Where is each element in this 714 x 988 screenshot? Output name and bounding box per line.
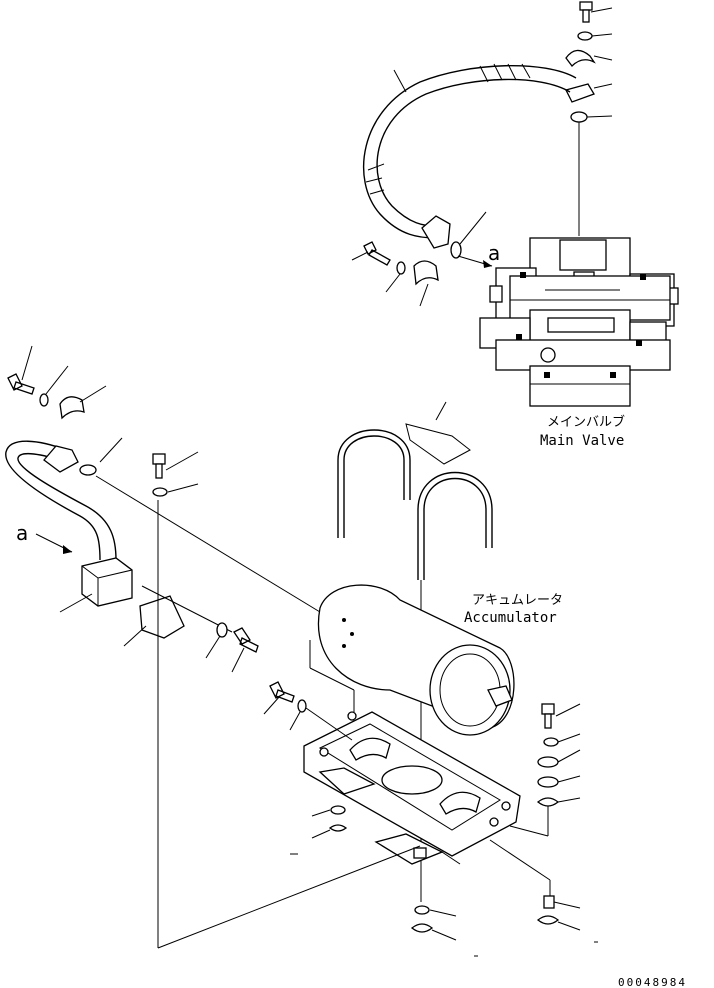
o-ring-left — [79, 464, 97, 476]
hose-end-fitting-upper — [421, 215, 451, 249]
hose-end-fitting-left — [43, 445, 79, 473]
view-marker-left: a — [16, 521, 28, 545]
plate-bolts-left — [263, 681, 353, 855]
split-flange-top — [565, 49, 596, 67]
left-hose-assembly: a — [5, 345, 321, 673]
washer-left-top — [39, 393, 49, 407]
hose-upper-inner — [376, 78, 571, 227]
o-ring-top — [570, 111, 588, 123]
main-valve-label-en: Main Valve — [540, 433, 624, 449]
upper-hose-assembly: a — [351, 1, 613, 307]
washer-top — [577, 31, 593, 41]
mounting-plate — [157, 640, 551, 949]
washer-upper-left — [396, 261, 406, 275]
washer-left-mid — [216, 622, 228, 638]
split-flange-left — [59, 396, 85, 420]
o-ring-upper — [450, 241, 462, 259]
hose-left-inner — [17, 452, 117, 561]
vertical-bolt-stack — [152, 451, 199, 948]
right-hardware-stack — [536, 703, 598, 943]
hose-left-outer — [5, 440, 101, 561]
accumulator-label-en: Accumulator — [464, 610, 557, 626]
hose-upper-outer — [362, 64, 577, 239]
bolt-top-right — [579, 1, 613, 23]
flange-top — [565, 83, 595, 103]
accumulator: アキュムレータ Accumulator — [317, 584, 563, 736]
bolt-left-mid — [233, 627, 259, 653]
bolt-upper-left — [363, 241, 391, 266]
drawing-number: 00048984 — [618, 976, 687, 988]
split-flange-upper-left — [413, 260, 439, 286]
mounting-bracket-small — [139, 595, 185, 639]
plate-bottom-hardware — [410, 905, 478, 957]
view-marker-upper: a — [488, 241, 500, 265]
main-valve: メインバルブ Main Valve — [479, 237, 679, 449]
main-valve-label-jp: メインバルブ — [547, 414, 625, 430]
manifold-block — [81, 557, 133, 607]
accumulator-label-jp: アキュムレータ — [472, 593, 563, 608]
bolt-left-top — [7, 373, 35, 395]
